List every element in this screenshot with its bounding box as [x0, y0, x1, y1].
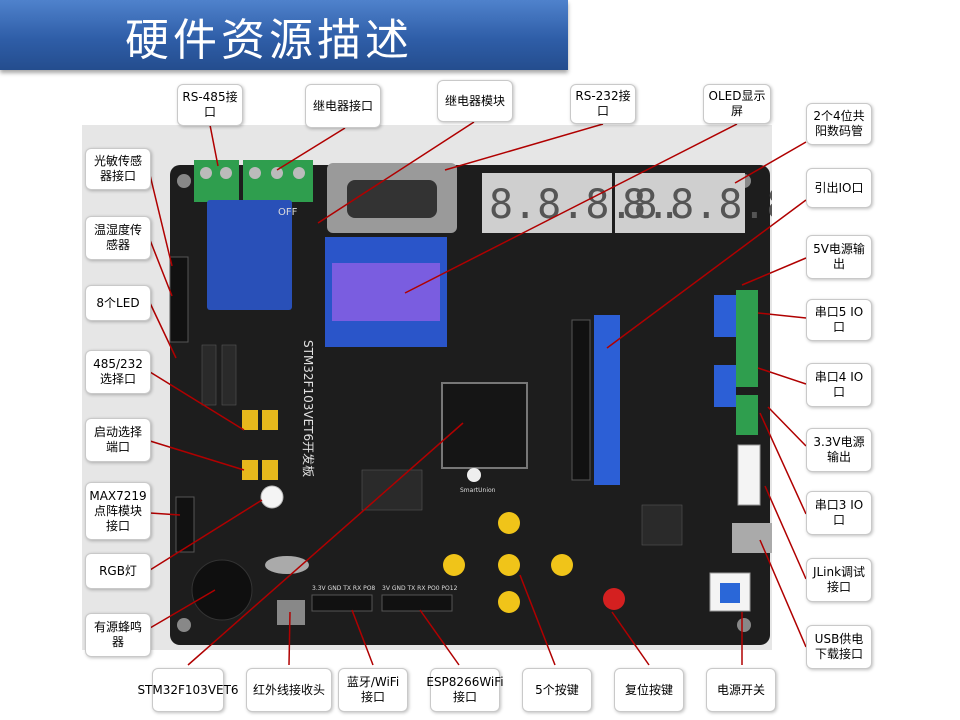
label-jlink: JLink调试接口 [806, 558, 872, 602]
rgb-led [260, 485, 284, 509]
label-keys5: 5个按键 [522, 668, 592, 712]
seven-segment-displays: 8.8.8.8. 8.8.8.8. [482, 173, 772, 233]
mcu-chip [441, 382, 528, 469]
label-3v3-out: 3.3V电源输出 [806, 428, 872, 472]
digits-left: 8.8.8.8. [489, 182, 682, 228]
v33-pins [736, 395, 758, 435]
brand-logo-icon [467, 468, 481, 482]
brand-silk-text: SmartUnion [460, 487, 496, 494]
yellow-buttons [443, 512, 573, 613]
jumper-boot [242, 460, 258, 480]
label-sel485: 485/232选择口 [85, 350, 151, 394]
label-rs485: RS-485接口 [177, 84, 243, 126]
label-buzzer: 有源蜂鸣器 [85, 613, 151, 657]
label-reset: 复位按键 [614, 668, 684, 712]
uart5-pins [714, 295, 736, 337]
label-uart5: 串口5 IO口 [806, 299, 872, 341]
label-seg4x2: 2个4位共阳数码管 [806, 103, 872, 145]
bt-header [311, 594, 373, 612]
digits-right: 8.8.8.8. [622, 182, 772, 228]
io-pin-header [594, 315, 620, 485]
label-led8: 8个LED [85, 285, 151, 321]
board-photo: OFF 8.8.8.8. 8.8.8.8. STM32F103VET6开发板 [82, 125, 772, 650]
sensor-headers [169, 256, 189, 343]
oled-screen [332, 263, 440, 321]
label-relay-port: 继电器接口 [305, 84, 381, 128]
label-io-pins: 引出IO口 [806, 168, 872, 208]
relay [207, 200, 292, 310]
title-banner: 硬件资源描述 [0, 0, 568, 70]
label-ir: 红外线接收头 [246, 668, 332, 712]
label-rgb: RGB灯 [85, 553, 151, 589]
label-uart4: 串口4 IO口 [806, 363, 872, 407]
label-relay-module: 继电器模块 [437, 80, 513, 122]
label-rs232: RS-232接口 [570, 84, 636, 124]
silk-model-text: STM32F103VET6开发板 [301, 340, 316, 477]
board-illustration: OFF 8.8.8.8. 8.8.8.8. STM32F103VET6开发板 [82, 125, 772, 650]
label-power: 电源开关 [706, 668, 776, 712]
label-boot: 启动选择端口 [85, 418, 151, 462]
jlink-connector [737, 444, 761, 506]
label-5v-out: 5V电源输出 [806, 235, 872, 279]
label-usb: USB供电下载接口 [806, 625, 872, 669]
max7219-header [175, 496, 195, 553]
bt-silk-text: 3.3V GND TX RX PO8 [312, 585, 375, 592]
relay-silk-text: OFF [278, 207, 298, 218]
jumper-485 [242, 410, 258, 430]
ir-receiver [277, 600, 305, 625]
label-photo: 光敏传感器接口 [85, 148, 151, 190]
uart4-pins [714, 365, 736, 407]
reset-button-red [603, 588, 625, 610]
label-oled: OLED显示屏 [703, 84, 771, 124]
label-bt: 蓝牙/WiFi接口 [338, 668, 408, 712]
buzzer [191, 559, 253, 621]
label-uart3: 串口3 IO口 [806, 491, 872, 535]
page-title: 硬件资源描述 [125, 15, 413, 66]
esp-header [381, 594, 453, 612]
label-esp: ESP8266WiFi接口 [426, 668, 504, 712]
rs485-terminal [194, 160, 239, 202]
relay-terminal [243, 160, 313, 202]
usb-connector [732, 523, 772, 553]
label-max7219: MAX7219点阵模块接口 [85, 482, 151, 540]
esp-silk-text: 3V GND TX RX PO0 PO12 [382, 585, 458, 592]
label-humid: 温湿度传感器 [85, 216, 151, 260]
label-mcu: STM32F103VET6 [137, 668, 239, 712]
